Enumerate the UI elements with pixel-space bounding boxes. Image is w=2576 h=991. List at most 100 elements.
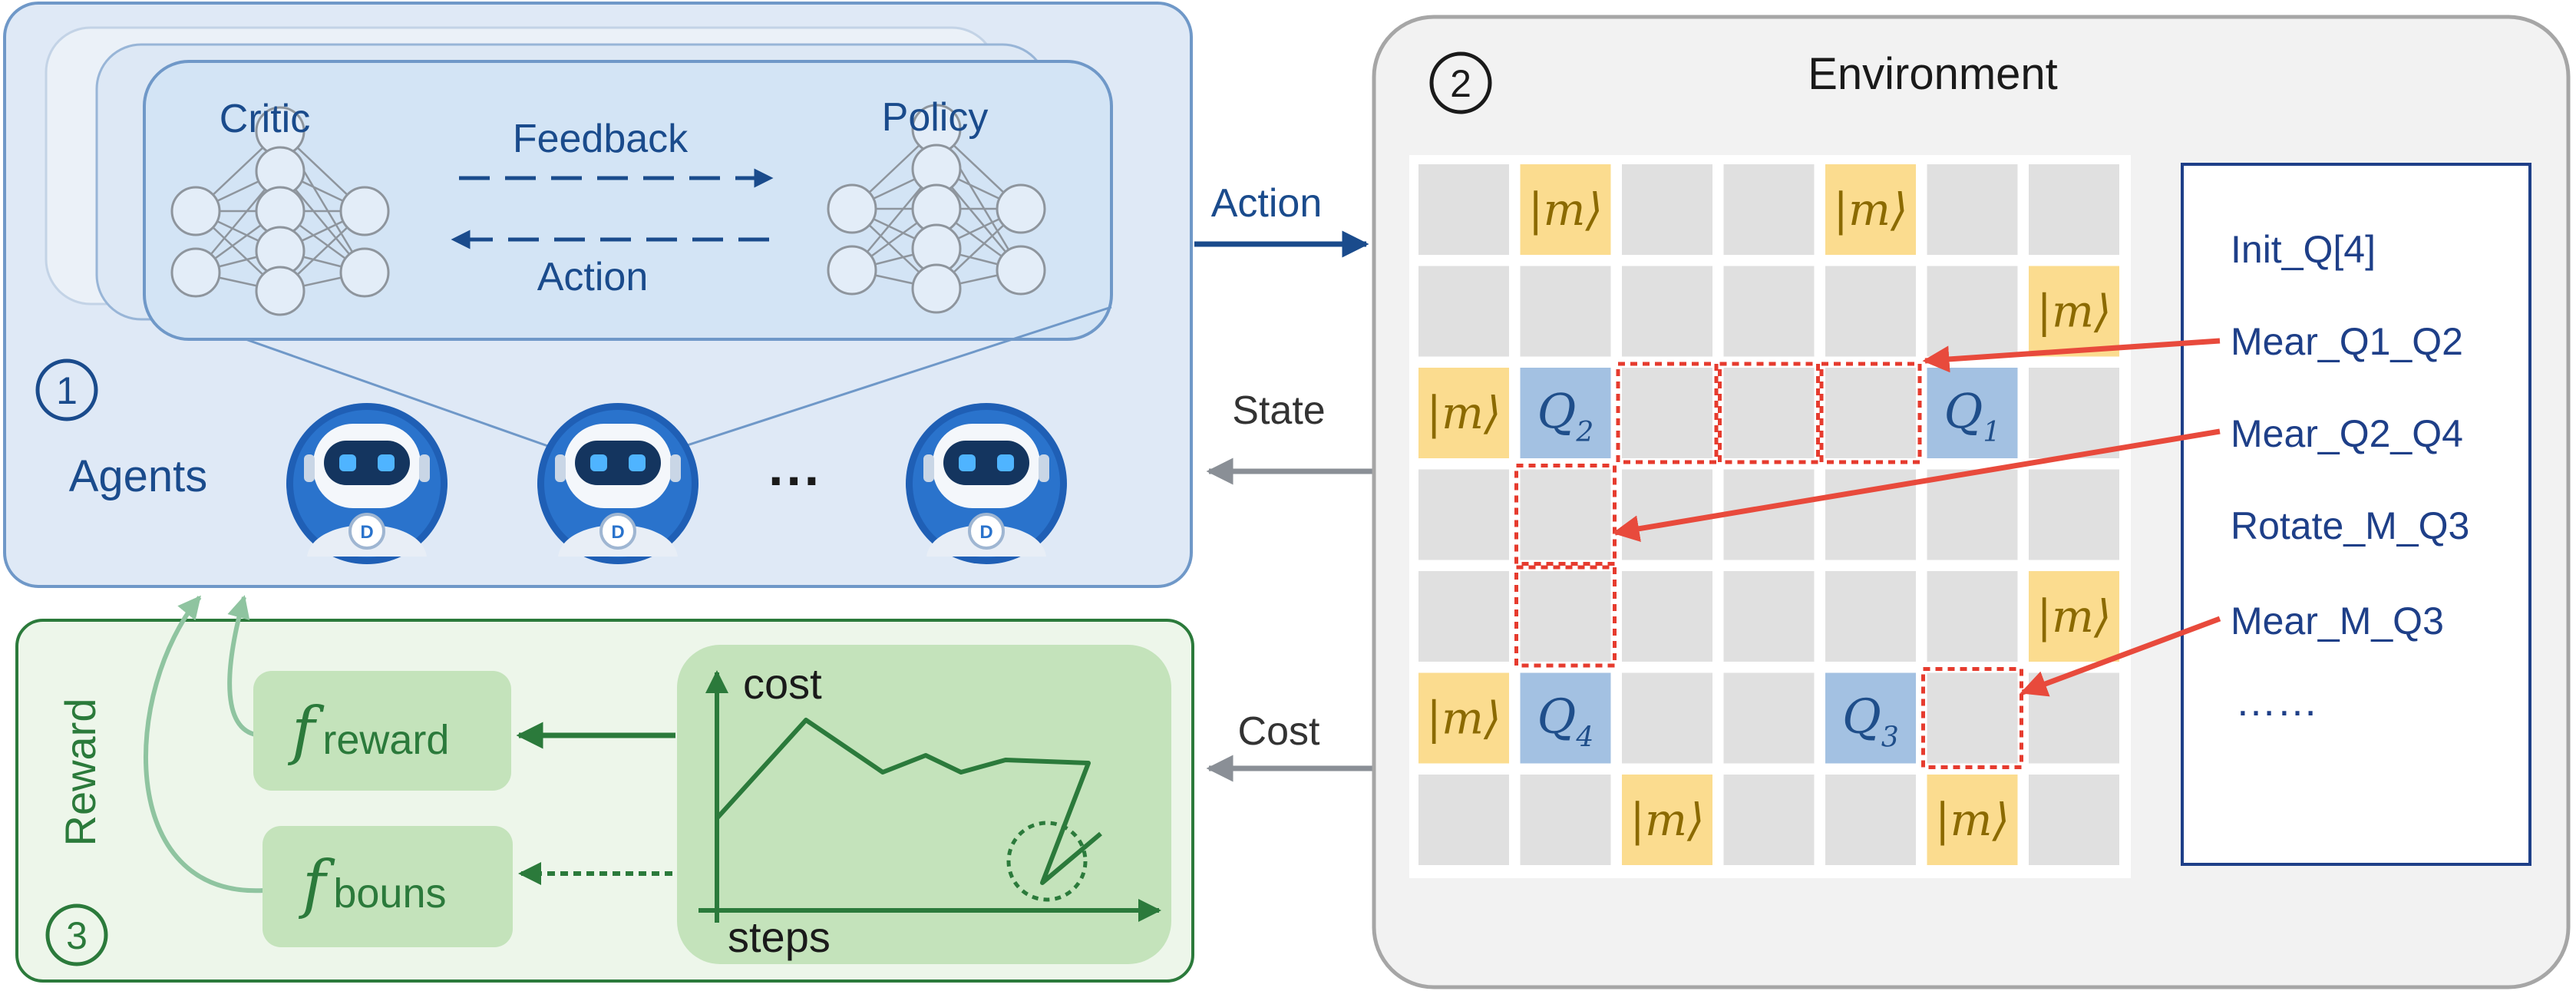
instruction-item: Mear_M_Q3 xyxy=(2231,600,2444,642)
panel-number-1 xyxy=(35,358,98,421)
grid-cell xyxy=(2029,368,2119,458)
grid-cell xyxy=(1418,571,1509,662)
grid-cell xyxy=(1418,164,1509,255)
routing-path-cell xyxy=(1921,667,2023,769)
f-reward-box xyxy=(253,671,511,791)
magic-state-cell xyxy=(1927,775,2018,865)
magic-state-label: |m⟩ xyxy=(1426,387,1501,439)
reward-to-agents-arrow xyxy=(227,595,262,738)
magic-state-cell xyxy=(2029,266,2119,357)
cost-connector-label: Cost xyxy=(1238,709,1320,754)
panel-number-3-text: 3 xyxy=(66,914,88,957)
qubit-label: Q4 xyxy=(1537,689,1594,754)
grid-cell xyxy=(1723,775,1815,865)
policy-label: Policy xyxy=(882,95,989,140)
bonus-to-agents-arrow xyxy=(143,595,265,894)
agents-ellipsis: ··· xyxy=(768,451,822,510)
callout-line-right xyxy=(675,306,1112,451)
feedback-label: Feedback xyxy=(513,117,689,161)
grid-cells xyxy=(1418,164,2119,865)
panel-number-3 xyxy=(45,903,108,966)
cost-curve xyxy=(715,718,1102,885)
bonus-dip-marker xyxy=(1006,821,1088,902)
magic-state-label: |m⟩ xyxy=(2036,286,2111,338)
grid-cell xyxy=(1927,469,2018,560)
instruction-list xyxy=(2181,163,2531,866)
chart-y-label: cost xyxy=(743,659,822,708)
magic-state-cell xyxy=(1825,164,1916,255)
state-connector-label: State xyxy=(1232,388,1325,433)
chart-x-label: steps xyxy=(728,913,831,961)
grid-cell xyxy=(1418,775,1509,865)
grid-cell xyxy=(1622,469,1712,560)
magic-state-label: |m⟩ xyxy=(1426,692,1501,745)
grid-cell xyxy=(1825,368,1916,458)
grid-cell xyxy=(1622,164,1712,255)
grid-cell xyxy=(1622,672,1712,764)
mear-q1-q2-arrow xyxy=(1922,338,2221,373)
robot-icon xyxy=(285,401,449,566)
action-inner-label: Action xyxy=(537,255,649,299)
magic-state-cell xyxy=(1418,368,1509,458)
panel-number-1-text: 1 xyxy=(56,369,78,412)
robot-icon xyxy=(536,401,700,566)
grid-cell xyxy=(1622,368,1712,458)
qubit-cell xyxy=(1520,672,1611,764)
grid-cell xyxy=(1723,368,1815,458)
grid-cell xyxy=(1825,266,1916,357)
qubit-cell xyxy=(1520,368,1611,458)
magic-state-label: |m⟩ xyxy=(2036,590,2111,642)
instruction-item: Mear_Q1_Q2 xyxy=(2231,320,2463,363)
magic-state-label: |m⟩ xyxy=(1833,183,1907,236)
routing-path xyxy=(1514,362,2023,769)
routing-path-cell xyxy=(1514,464,1617,566)
mear-q2-q4-arrow xyxy=(1612,428,2221,543)
magic-state-cell xyxy=(1520,164,1611,255)
grid-cell xyxy=(1927,266,2018,357)
grid-cell xyxy=(1520,469,1611,560)
panel-number-2 xyxy=(1429,51,1492,114)
grid-cell xyxy=(1520,571,1611,662)
grid-cell xyxy=(1622,266,1712,357)
grid-cell xyxy=(2029,469,2119,560)
routing-path-cell xyxy=(1718,362,1820,464)
grid-cell xyxy=(1825,571,1916,662)
reward-label: Reward xyxy=(56,699,104,847)
grid-cell xyxy=(1723,164,1815,255)
qubit-cell xyxy=(1927,368,2018,458)
agents-label: Agents xyxy=(69,451,208,501)
grid-cell xyxy=(2029,164,2119,255)
qubit-label: Q3 xyxy=(1842,689,1899,754)
action-connector-label: Action xyxy=(1211,181,1323,226)
grid-cell xyxy=(1723,571,1815,662)
robot-icon xyxy=(904,401,1068,566)
routing-path-cell xyxy=(1819,362,1922,464)
qubit-cell xyxy=(1825,672,1916,764)
magic-state-label: |m⟩ xyxy=(1935,794,2010,846)
grid-cell xyxy=(1418,469,1509,560)
mear-m-q3-arrow xyxy=(2020,616,2221,697)
routing-path-cell xyxy=(1514,565,1617,668)
f-bonus-box xyxy=(263,826,513,947)
critic-label: Critic xyxy=(220,97,310,141)
grid-cell xyxy=(1622,571,1712,662)
grid-cell xyxy=(2029,775,2119,865)
instruction-item: Rotate_M_Q3 xyxy=(2231,504,2469,547)
magic-state-label: |m⟩ xyxy=(1528,183,1603,236)
qubit-label: Q2 xyxy=(1537,383,1594,448)
grid-cell xyxy=(1520,266,1611,357)
callout-line-left xyxy=(245,338,557,451)
grid-cell xyxy=(1723,266,1815,357)
grid-cell xyxy=(1927,571,2018,662)
magic-state-label: |m⟩ xyxy=(1630,794,1704,846)
grid-cell xyxy=(1418,266,1509,357)
magic-state-cell xyxy=(1418,672,1509,764)
grid-cell xyxy=(1723,672,1815,764)
instruction-item: Mear_Q2_Q4 xyxy=(2231,412,2463,455)
magic-state-cell xyxy=(1622,775,1712,865)
grid-cell xyxy=(1520,775,1611,865)
grid-cell xyxy=(1825,775,1916,865)
panel-number-2-text: 2 xyxy=(1450,62,1471,105)
